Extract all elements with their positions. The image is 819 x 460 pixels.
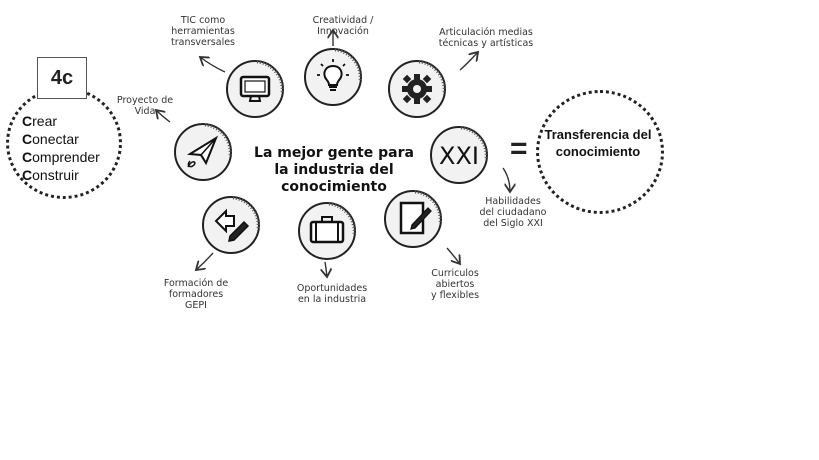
four-c-item: Conectar <box>22 131 79 147</box>
four-c-item: Comprender <box>22 149 100 165</box>
node-xxi: XXI <box>428 124 490 186</box>
monitor-icon <box>226 60 284 118</box>
result-text: Transferencia del conocimiento <box>544 127 652 159</box>
node-proyecto <box>172 121 234 183</box>
equals-sign: = <box>510 132 528 165</box>
arrow-curriculos <box>446 247 460 264</box>
arrow-proyecto <box>156 110 171 123</box>
label-creatividad: Creatividad / Innovación <box>312 15 374 37</box>
lightbulb-icon <box>304 48 362 106</box>
xxi-node: XXI <box>430 126 488 184</box>
gear-icon <box>388 60 446 118</box>
node-curriculos <box>382 188 444 250</box>
node-oportunidades <box>296 200 358 262</box>
four-c-item: Construir <box>22 167 79 183</box>
label-proyecto: Proyecto de Vida <box>116 95 174 117</box>
arrow-articulacion <box>459 52 478 71</box>
pencil-hand-icon <box>202 196 260 254</box>
center-title: La mejor gente para la industria del con… <box>254 145 414 195</box>
result-circle <box>536 90 664 214</box>
node-gepi <box>200 194 262 256</box>
four-c-badge: 4c <box>37 57 87 99</box>
node-tic <box>224 58 286 120</box>
arrow-xxi <box>502 167 510 192</box>
node-articulacion <box>386 58 448 120</box>
node-creatividad <box>302 46 364 108</box>
briefcase-icon <box>298 202 356 260</box>
document-pencil-icon <box>384 190 442 248</box>
xxi-glyph: XXI <box>439 142 479 170</box>
paper-plane-icon <box>174 123 232 181</box>
arrow-tic <box>200 57 226 73</box>
four-c-badge-text: 4c <box>50 66 74 89</box>
four-c-item: Crear <box>22 113 58 129</box>
arrow-oportunidades <box>325 261 327 277</box>
arrow-gepi <box>196 252 214 270</box>
four-c-list: Crear Conectar Comprender Construir <box>22 112 100 184</box>
